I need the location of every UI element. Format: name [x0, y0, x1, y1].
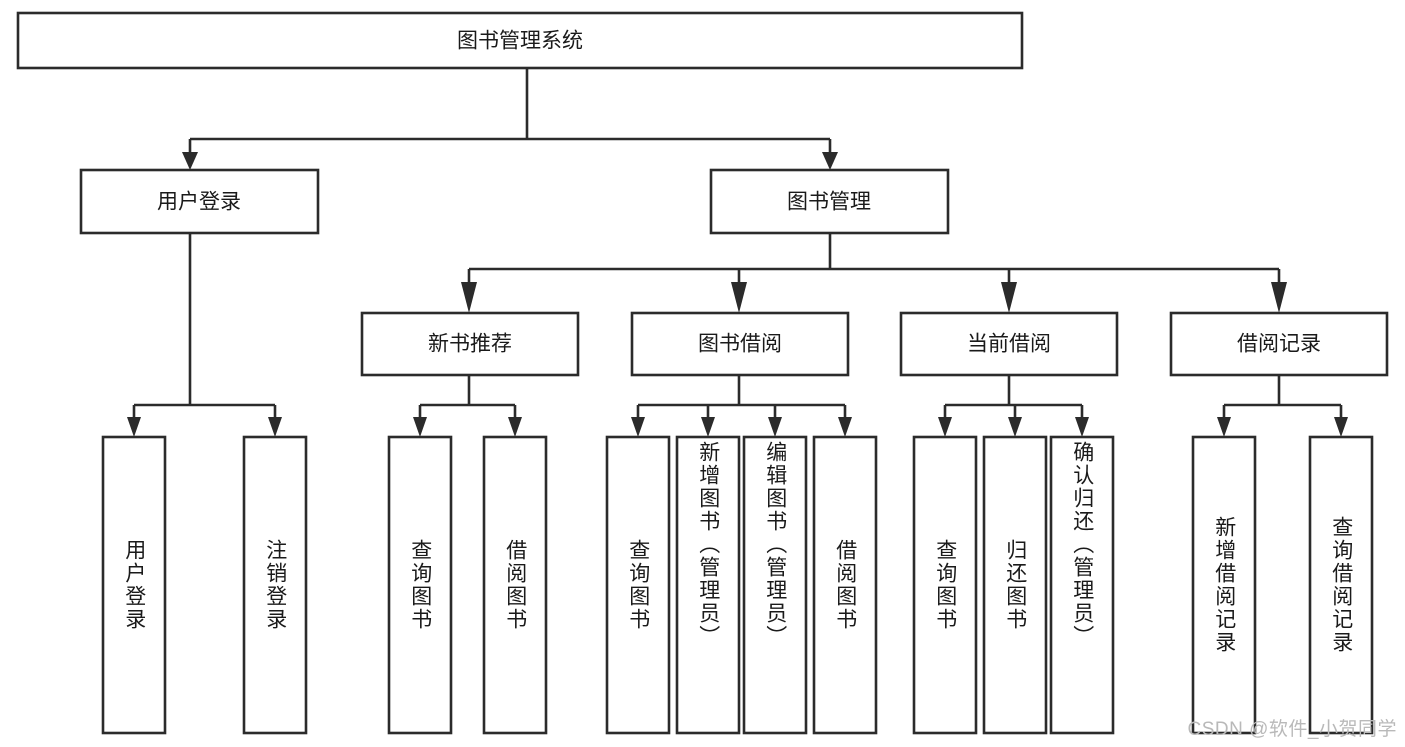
node-user-login[interactable]: [79, 168, 320, 235]
node-leaf-return-book[interactable]: [982, 435, 1048, 735]
node-root[interactable]: [16, 11, 1024, 70]
node-leaf-query-book-3[interactable]: [912, 435, 978, 735]
arrow-head-leaf-query-book-1: [413, 417, 427, 437]
arrow-head-new-book-recommend: [461, 282, 477, 313]
node-book-management-label: 图书管理: [787, 191, 871, 214]
node-new-book-recommend[interactable]: [360, 311, 580, 377]
node-root-label: 图书管理系统: [457, 30, 583, 53]
arrow-head-leaf-borrow-book-2: [838, 417, 852, 437]
csdn-watermark: CSDN @软件_小贺同学: [1187, 719, 1397, 740]
node-borrow-record[interactable]: [1169, 311, 1389, 377]
connectors: [127, 68, 1348, 437]
node-leaf-add-book[interactable]: [675, 435, 741, 735]
node-leaf-query-record[interactable]: [1308, 435, 1374, 735]
arrow-head-leaf-query-book-3: [938, 417, 952, 437]
node-leaf-add-record[interactable]: [1191, 435, 1257, 735]
node-leaf-borrow-book-2[interactable]: [812, 435, 878, 735]
node-leaf-edit-book[interactable]: [742, 435, 808, 735]
arrow-head-leaf-confirm-return: [1075, 417, 1089, 437]
node-leaf-logout[interactable]: [242, 435, 308, 735]
node-book-borrow-label: 图书借阅: [698, 333, 782, 356]
node-leaf-user-login[interactable]: [101, 435, 167, 735]
node-current-borrow[interactable]: [899, 311, 1119, 377]
arrow-head-borrow-record: [1271, 282, 1287, 313]
nodes: 图书管理系统 用户登录 图书管理 新书推荐 图书借阅 当前借阅 借阅记录: [16, 11, 1389, 735]
arrow-head-current-borrow: [1001, 282, 1017, 313]
arrow-head-leaf-edit-book: [768, 417, 782, 437]
node-borrow-record-label: 借阅记录: [1237, 333, 1321, 356]
node-leaf-confirm-return[interactable]: [1049, 435, 1115, 735]
node-leaf-query-book-1[interactable]: [387, 435, 453, 735]
arrow-head-leaf-logout: [268, 417, 282, 437]
arrow-head-leaf-query-book-2: [631, 417, 645, 437]
arrow-head-user-login: [182, 152, 198, 170]
arrow-head-leaf-add-book: [701, 417, 715, 437]
node-book-management[interactable]: [709, 168, 950, 235]
arrow-head-leaf-user-login: [127, 417, 141, 437]
node-current-borrow-label: 当前借阅: [967, 333, 1051, 356]
arrow-head-book-management: [822, 152, 838, 170]
arrow-head-leaf-query-record: [1334, 417, 1348, 437]
node-leaf-query-book-2[interactable]: [605, 435, 671, 735]
arrow-head-book-borrow: [731, 282, 747, 313]
arrow-head-leaf-borrow-book-1: [508, 417, 522, 437]
arrow-head-leaf-add-record: [1217, 417, 1231, 437]
arrow-head-leaf-return-book: [1008, 417, 1022, 437]
node-book-borrow[interactable]: [630, 311, 850, 377]
node-leaf-borrow-book-1[interactable]: [482, 435, 548, 735]
node-user-login-label: 用户登录: [157, 191, 241, 214]
node-new-book-recommend-label: 新书推荐: [428, 333, 512, 356]
